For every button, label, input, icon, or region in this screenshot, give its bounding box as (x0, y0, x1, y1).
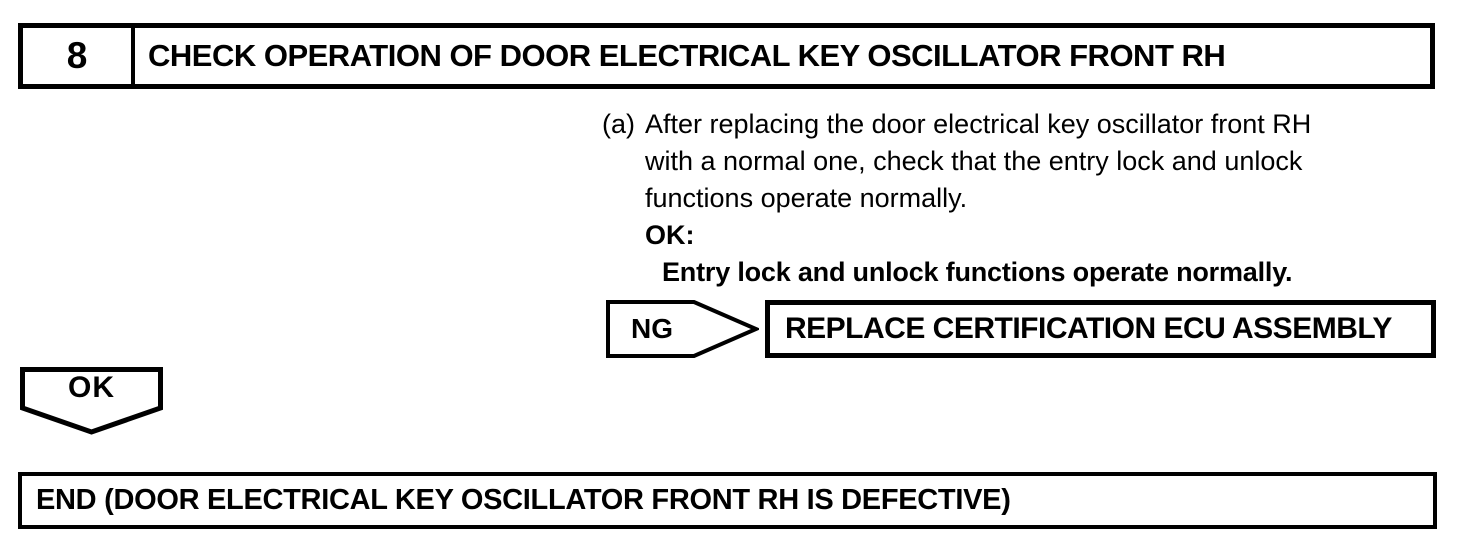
instruction-line: After replacing the door electrical key … (645, 109, 1312, 139)
step-header-box: 8 CHECK OPERATION OF DOOR ELECTRICAL KEY… (18, 23, 1435, 89)
instruction-text: After replacing the door electrical key … (645, 106, 1311, 291)
ok-criteria-condition: Entry lock and unlock functions operate … (662, 257, 1293, 287)
step-title: CHECK OPERATION OF DOOR ELECTRICAL KEY O… (148, 38, 1226, 73)
instruction-list-marker: (a) (602, 109, 635, 139)
step-number: 8 (23, 28, 135, 84)
instruction-block: (a) After replacing the door electrical … (602, 106, 1311, 291)
ng-branch-label: NG (631, 313, 673, 344)
instruction-line: with a normal one, check that the entry … (645, 146, 1303, 176)
end-result-box: END (DOOR ELECTRICAL KEY OSCILLATOR FRON… (18, 472, 1437, 529)
ok-criteria-label: OK: (645, 220, 695, 250)
ok-branch-label: OK (68, 371, 115, 404)
ng-arrow-icon (606, 300, 759, 358)
ok-arrow-icon (20, 367, 163, 435)
instruction-line: functions operate normally. (645, 183, 968, 213)
ng-action-box: REPLACE CERTIFICATION ECU ASSEMBLY (765, 300, 1436, 358)
